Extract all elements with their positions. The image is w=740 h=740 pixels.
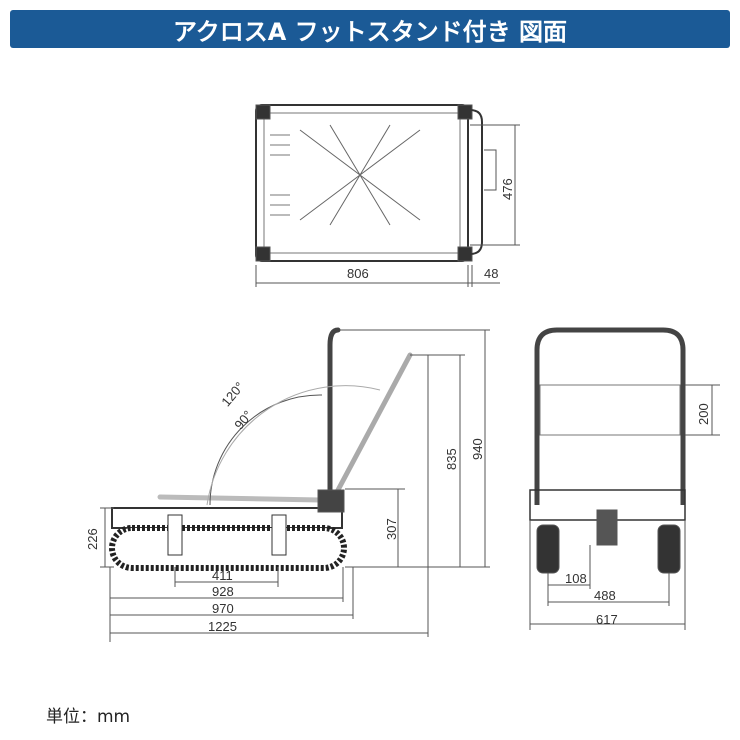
angle-90: 90° xyxy=(231,408,255,433)
dim-depth-476: 476 xyxy=(500,178,515,200)
front-view xyxy=(529,327,720,630)
top-view xyxy=(255,104,520,287)
dim-width-806: 806 xyxy=(347,266,369,281)
dim-617: 617 xyxy=(596,612,618,627)
dim-488: 488 xyxy=(594,588,616,603)
dim-108: 108 xyxy=(565,571,587,586)
dim-226: 226 xyxy=(85,528,100,550)
dim-1225: 1225 xyxy=(208,619,237,634)
angle-120: 120° xyxy=(218,379,247,409)
dim-200: 200 xyxy=(696,403,711,425)
dim-835: 835 xyxy=(444,448,459,470)
page-title: アクロスA フットスタンド付き 図面 xyxy=(172,17,568,46)
side-view xyxy=(100,327,490,642)
title-banner: アクロスA フットスタンド付き 図面 xyxy=(10,10,730,48)
dim-928: 928 xyxy=(212,584,234,599)
unit-label: 単位：mm xyxy=(46,707,131,727)
dim-handle-offset-48: 48 xyxy=(484,266,498,281)
dim-307: 307 xyxy=(384,518,399,540)
dim-940: 940 xyxy=(470,438,485,460)
dim-970: 970 xyxy=(212,601,234,616)
dim-411: 411 xyxy=(212,568,233,583)
